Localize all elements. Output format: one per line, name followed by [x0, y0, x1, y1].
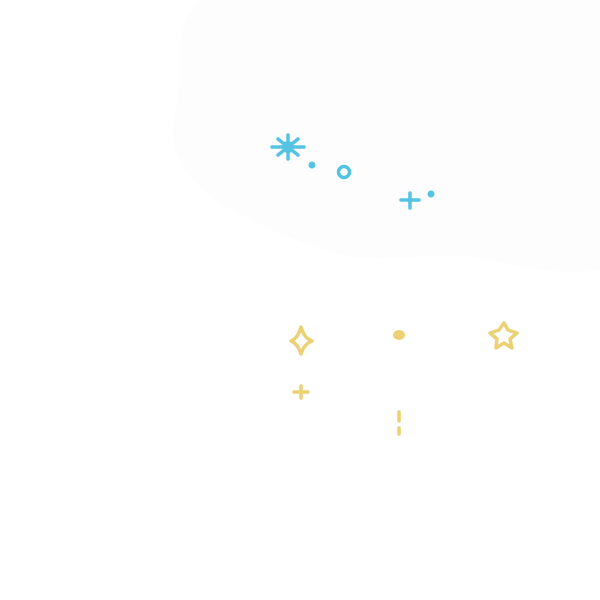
- ring-icon: [336, 164, 352, 180]
- diamond-sparkle-icon: [289, 325, 314, 356]
- asterisk-sparkle-icon: [270, 133, 306, 161]
- dot-icon: [427, 190, 435, 198]
- dot-icon: [393, 330, 405, 340]
- dot-icon: [308, 161, 316, 169]
- four-point-sparkle-icon: [399, 191, 421, 210]
- plus-sparkle-icon: [292, 384, 310, 400]
- star-outline-icon: [488, 321, 519, 350]
- background-cloud-icon: [173, 0, 600, 272]
